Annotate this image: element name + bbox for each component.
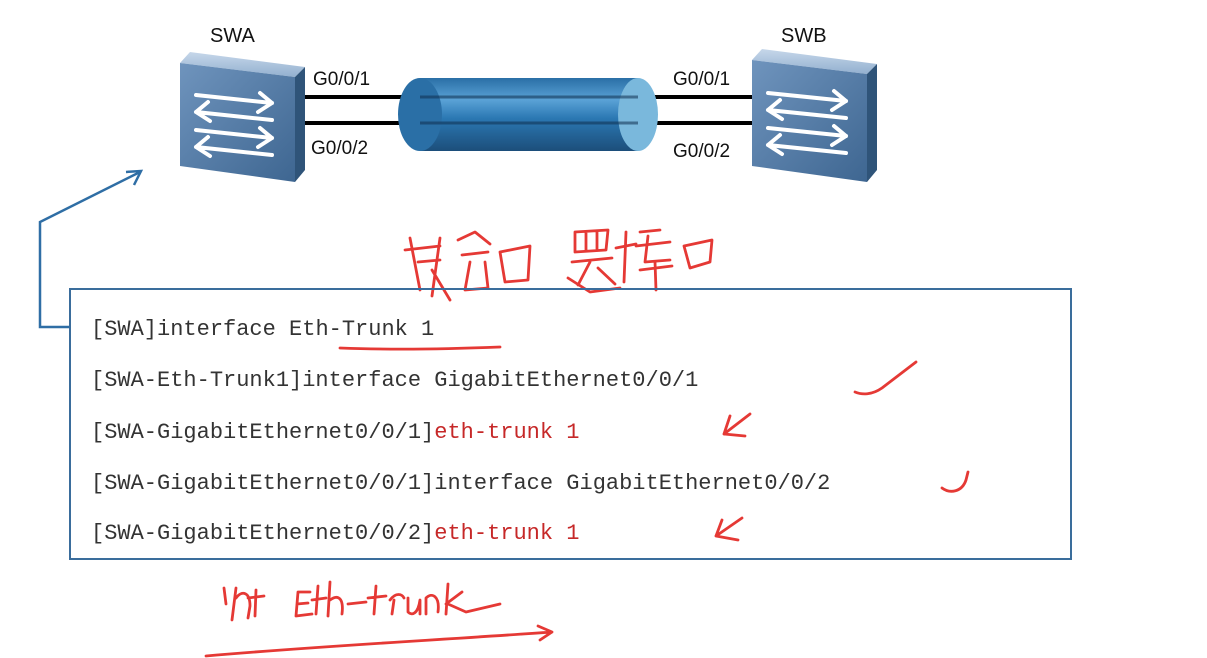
switch-swa-icon (180, 52, 305, 182)
handwritten-arrow-mark-2 (714, 516, 744, 542)
handwritten-arrow-mark-1 (722, 412, 752, 438)
handwritten-int-eth-trunk (222, 580, 502, 622)
switch-swb-label: SWB (781, 25, 827, 47)
config-prompt: [SWA-GigabitEthernet0/0/1] (91, 420, 435, 445)
config-line-2: [SWA-Eth-Trunk1]interface GigabitEtherne… (91, 370, 698, 392)
config-command: eth-trunk 1 (434, 420, 580, 445)
config-box: [SWA]interface Eth-Trunk 1 [SWA-Eth-Trun… (69, 288, 1072, 560)
config-prompt: [SWA-GigabitEthernet0/0/2] (91, 521, 435, 546)
config-command: eth-trunk 1 (434, 521, 580, 546)
handwritten-underline-eth-trunk (338, 345, 502, 351)
switch-swa-label: SWA (210, 25, 255, 47)
handwritten-circle-mark (940, 470, 970, 493)
config-prompt: [SWA-Eth-Trunk1] (91, 368, 303, 393)
config-prompt: [SWA-GigabitEthernet0/0/1] (91, 471, 435, 496)
swb-port-top-label: G0/0/1 (673, 69, 731, 90)
eth-trunk-tube-icon (398, 78, 658, 151)
config-command: interface GigabitEthernet0/0/1 (302, 368, 699, 393)
config-command: interface GigabitEthernet0/0/2 (434, 471, 831, 496)
config-prompt: [SWA] (91, 317, 158, 342)
handwritten-mark-top (403, 228, 714, 302)
config-line-1: [SWA]interface Eth-Trunk 1 (91, 319, 434, 341)
config-line-3: [SWA-GigabitEthernet0/0/1]eth-trunk 1 (91, 422, 580, 444)
switch-swb-icon (752, 49, 877, 182)
swb-port-bottom-label: G0/0/2 (673, 141, 731, 162)
handwritten-bottom-arrow (204, 624, 554, 658)
handwritten-check-mark-1 (853, 360, 918, 396)
swa-port-bottom-label: G0/0/2 (311, 138, 369, 159)
config-line-5: [SWA-GigabitEthernet0/0/2]eth-trunk 1 (91, 523, 580, 545)
swa-port-top-label: G0/0/1 (313, 69, 371, 90)
pointer-arrow-icon (38, 169, 144, 329)
config-command: interface Eth-Trunk 1 (157, 317, 435, 342)
config-line-4: [SWA-GigabitEthernet0/0/1]interface Giga… (91, 473, 830, 495)
